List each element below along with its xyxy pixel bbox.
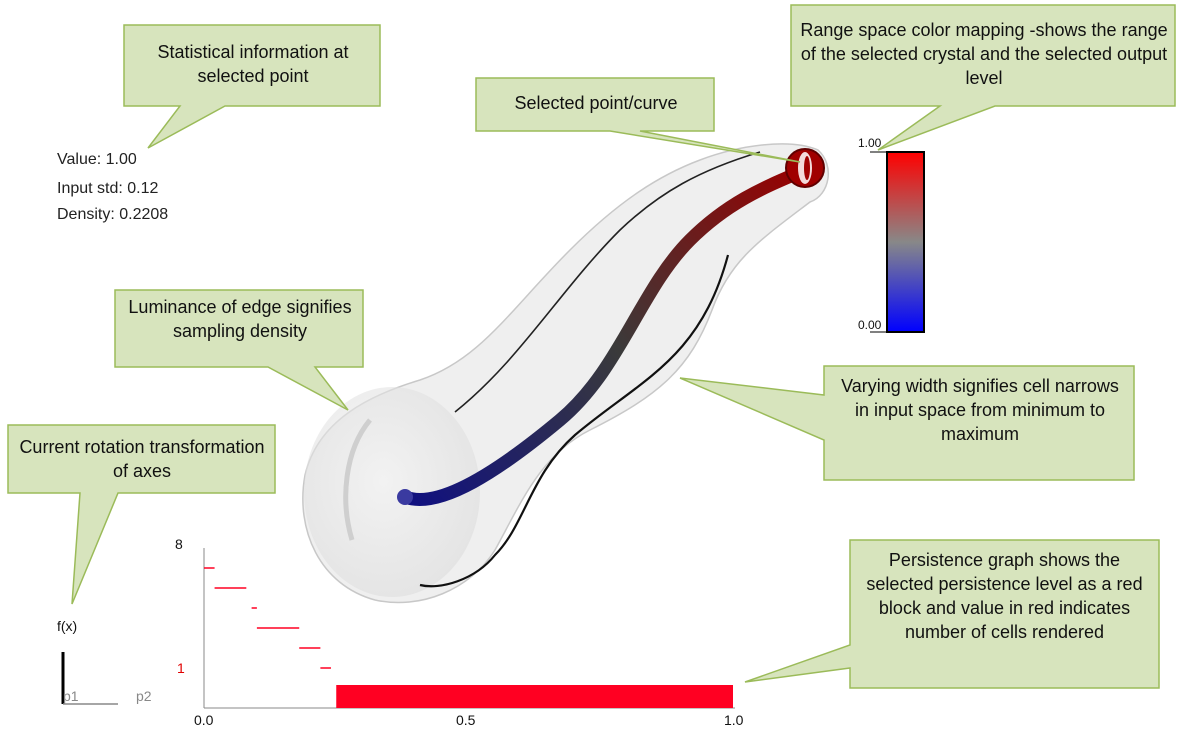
callout-rotation-text: Current rotation transformation of axes xyxy=(19,437,265,481)
persistence-x-tick-0: 0.0 xyxy=(194,712,214,728)
colorbar-max-label: 1.00 xyxy=(858,136,882,150)
callout-selected-point-text: Selected point/curve xyxy=(514,93,678,113)
crystal-edge-dark xyxy=(419,254,730,588)
crystal-body xyxy=(302,143,829,604)
persistence-selected-label: 1 xyxy=(177,660,185,676)
callout-range-space-text: Range space color mapping -shows the ran… xyxy=(800,20,1168,88)
crystal-bulb xyxy=(304,387,480,597)
callout-luminance xyxy=(114,289,364,411)
callout-stat-info-text: Statistical information at selected poin… xyxy=(157,42,349,86)
persistence-x-tick-1: 0.5 xyxy=(456,712,476,728)
stat-value: Value: 1.00 xyxy=(57,151,137,168)
colorbar-min-label: 0.00 xyxy=(858,318,882,332)
callout-persistence xyxy=(744,539,1160,689)
callout-persistence-text: Persistence graph shows the selected per… xyxy=(866,550,1143,642)
callouts xyxy=(7,4,1176,689)
callout-stat-info xyxy=(123,24,381,149)
stat-density: Density: 0.2208 xyxy=(57,206,169,223)
axis-p2-label: p2 xyxy=(136,688,152,704)
callout-luminance-text: Luminance of edge signifies sampling den… xyxy=(128,297,352,341)
crystal-tube[interactable] xyxy=(398,163,812,506)
crystal-inner-shading xyxy=(343,418,372,541)
callout-rotation xyxy=(7,424,276,605)
stat-input-std: Input std: 0.12 xyxy=(57,180,159,197)
axis-p1-label: p1 xyxy=(63,688,79,704)
callout-range-space xyxy=(790,4,1176,151)
axes-indicator xyxy=(61,652,118,705)
callout-varying-width-text: Varying width signifies cell narrows in … xyxy=(841,376,1119,444)
persistence-x-tick-2: 1.0 xyxy=(724,712,744,728)
persistence-y-top-label: 8 xyxy=(175,536,183,552)
callout-selected-point xyxy=(475,77,801,163)
axis-fx-label: f(x) xyxy=(57,618,78,634)
persistence-selected-block[interactable] xyxy=(336,685,733,708)
colorbar xyxy=(870,151,925,333)
persistence-graph xyxy=(203,548,735,709)
selected-point-ring-hole xyxy=(804,156,810,180)
tube-start-cap xyxy=(397,489,413,505)
callout-varying-width xyxy=(679,365,1135,481)
crystal-edge-dark-upper xyxy=(454,151,761,413)
persistence-marks xyxy=(204,567,733,708)
colorbar-gradient xyxy=(886,151,925,333)
